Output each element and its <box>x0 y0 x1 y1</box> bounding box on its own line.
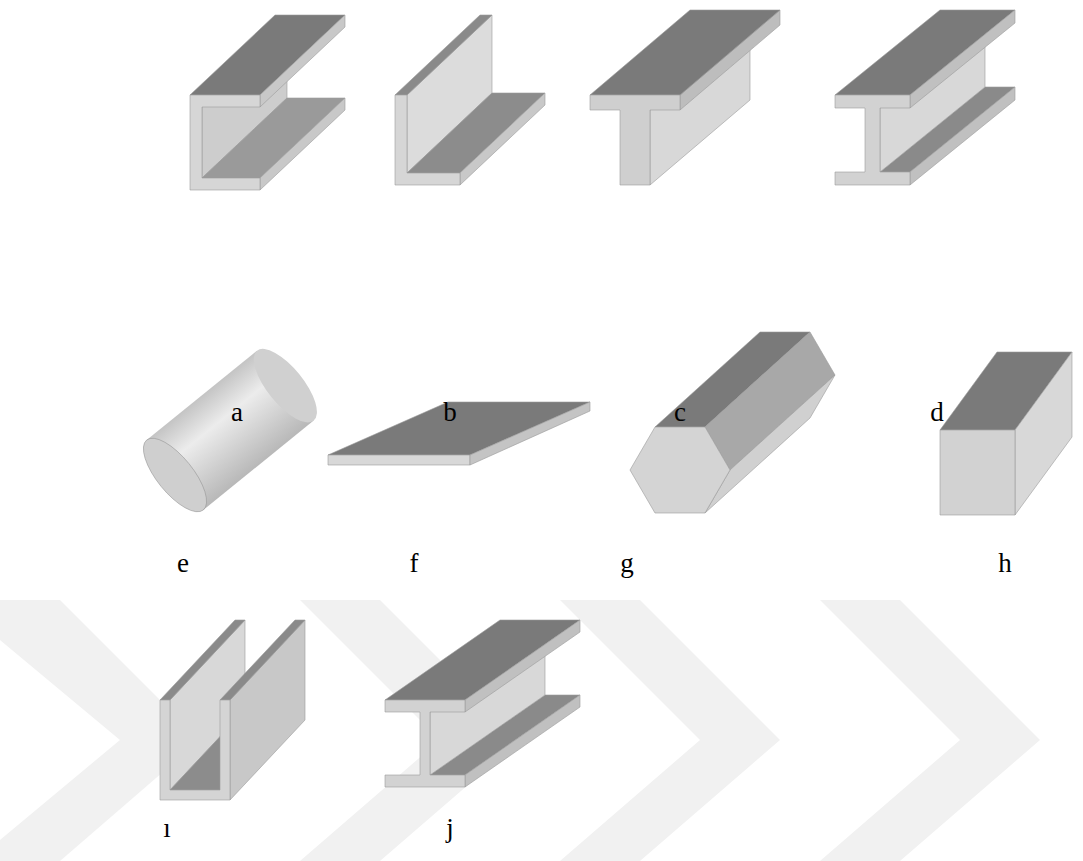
profile-letter: j <box>446 815 454 842</box>
hexagonal-bar <box>630 332 835 513</box>
channel-profile <box>190 15 345 190</box>
profile-letter: b <box>443 399 457 426</box>
profile-letter: g <box>620 550 634 577</box>
tee-profile <box>590 10 780 185</box>
square-bar <box>940 352 1072 515</box>
profile-letter: d <box>930 399 944 426</box>
profile-letter: a <box>231 399 243 426</box>
h-beam-profile <box>385 620 580 787</box>
profile-letter: e <box>177 550 189 577</box>
profile-letter: f <box>410 550 419 577</box>
flat-plate <box>328 402 590 465</box>
profile-letter: h <box>998 550 1012 577</box>
i-beam-profile <box>835 10 1015 185</box>
watermark <box>0 600 1040 861</box>
round-bar <box>133 339 328 521</box>
angle-profile <box>395 15 545 185</box>
profile-letter: c <box>674 399 686 426</box>
u-channel-profile <box>160 620 305 800</box>
profile-letter: ı <box>163 815 171 842</box>
